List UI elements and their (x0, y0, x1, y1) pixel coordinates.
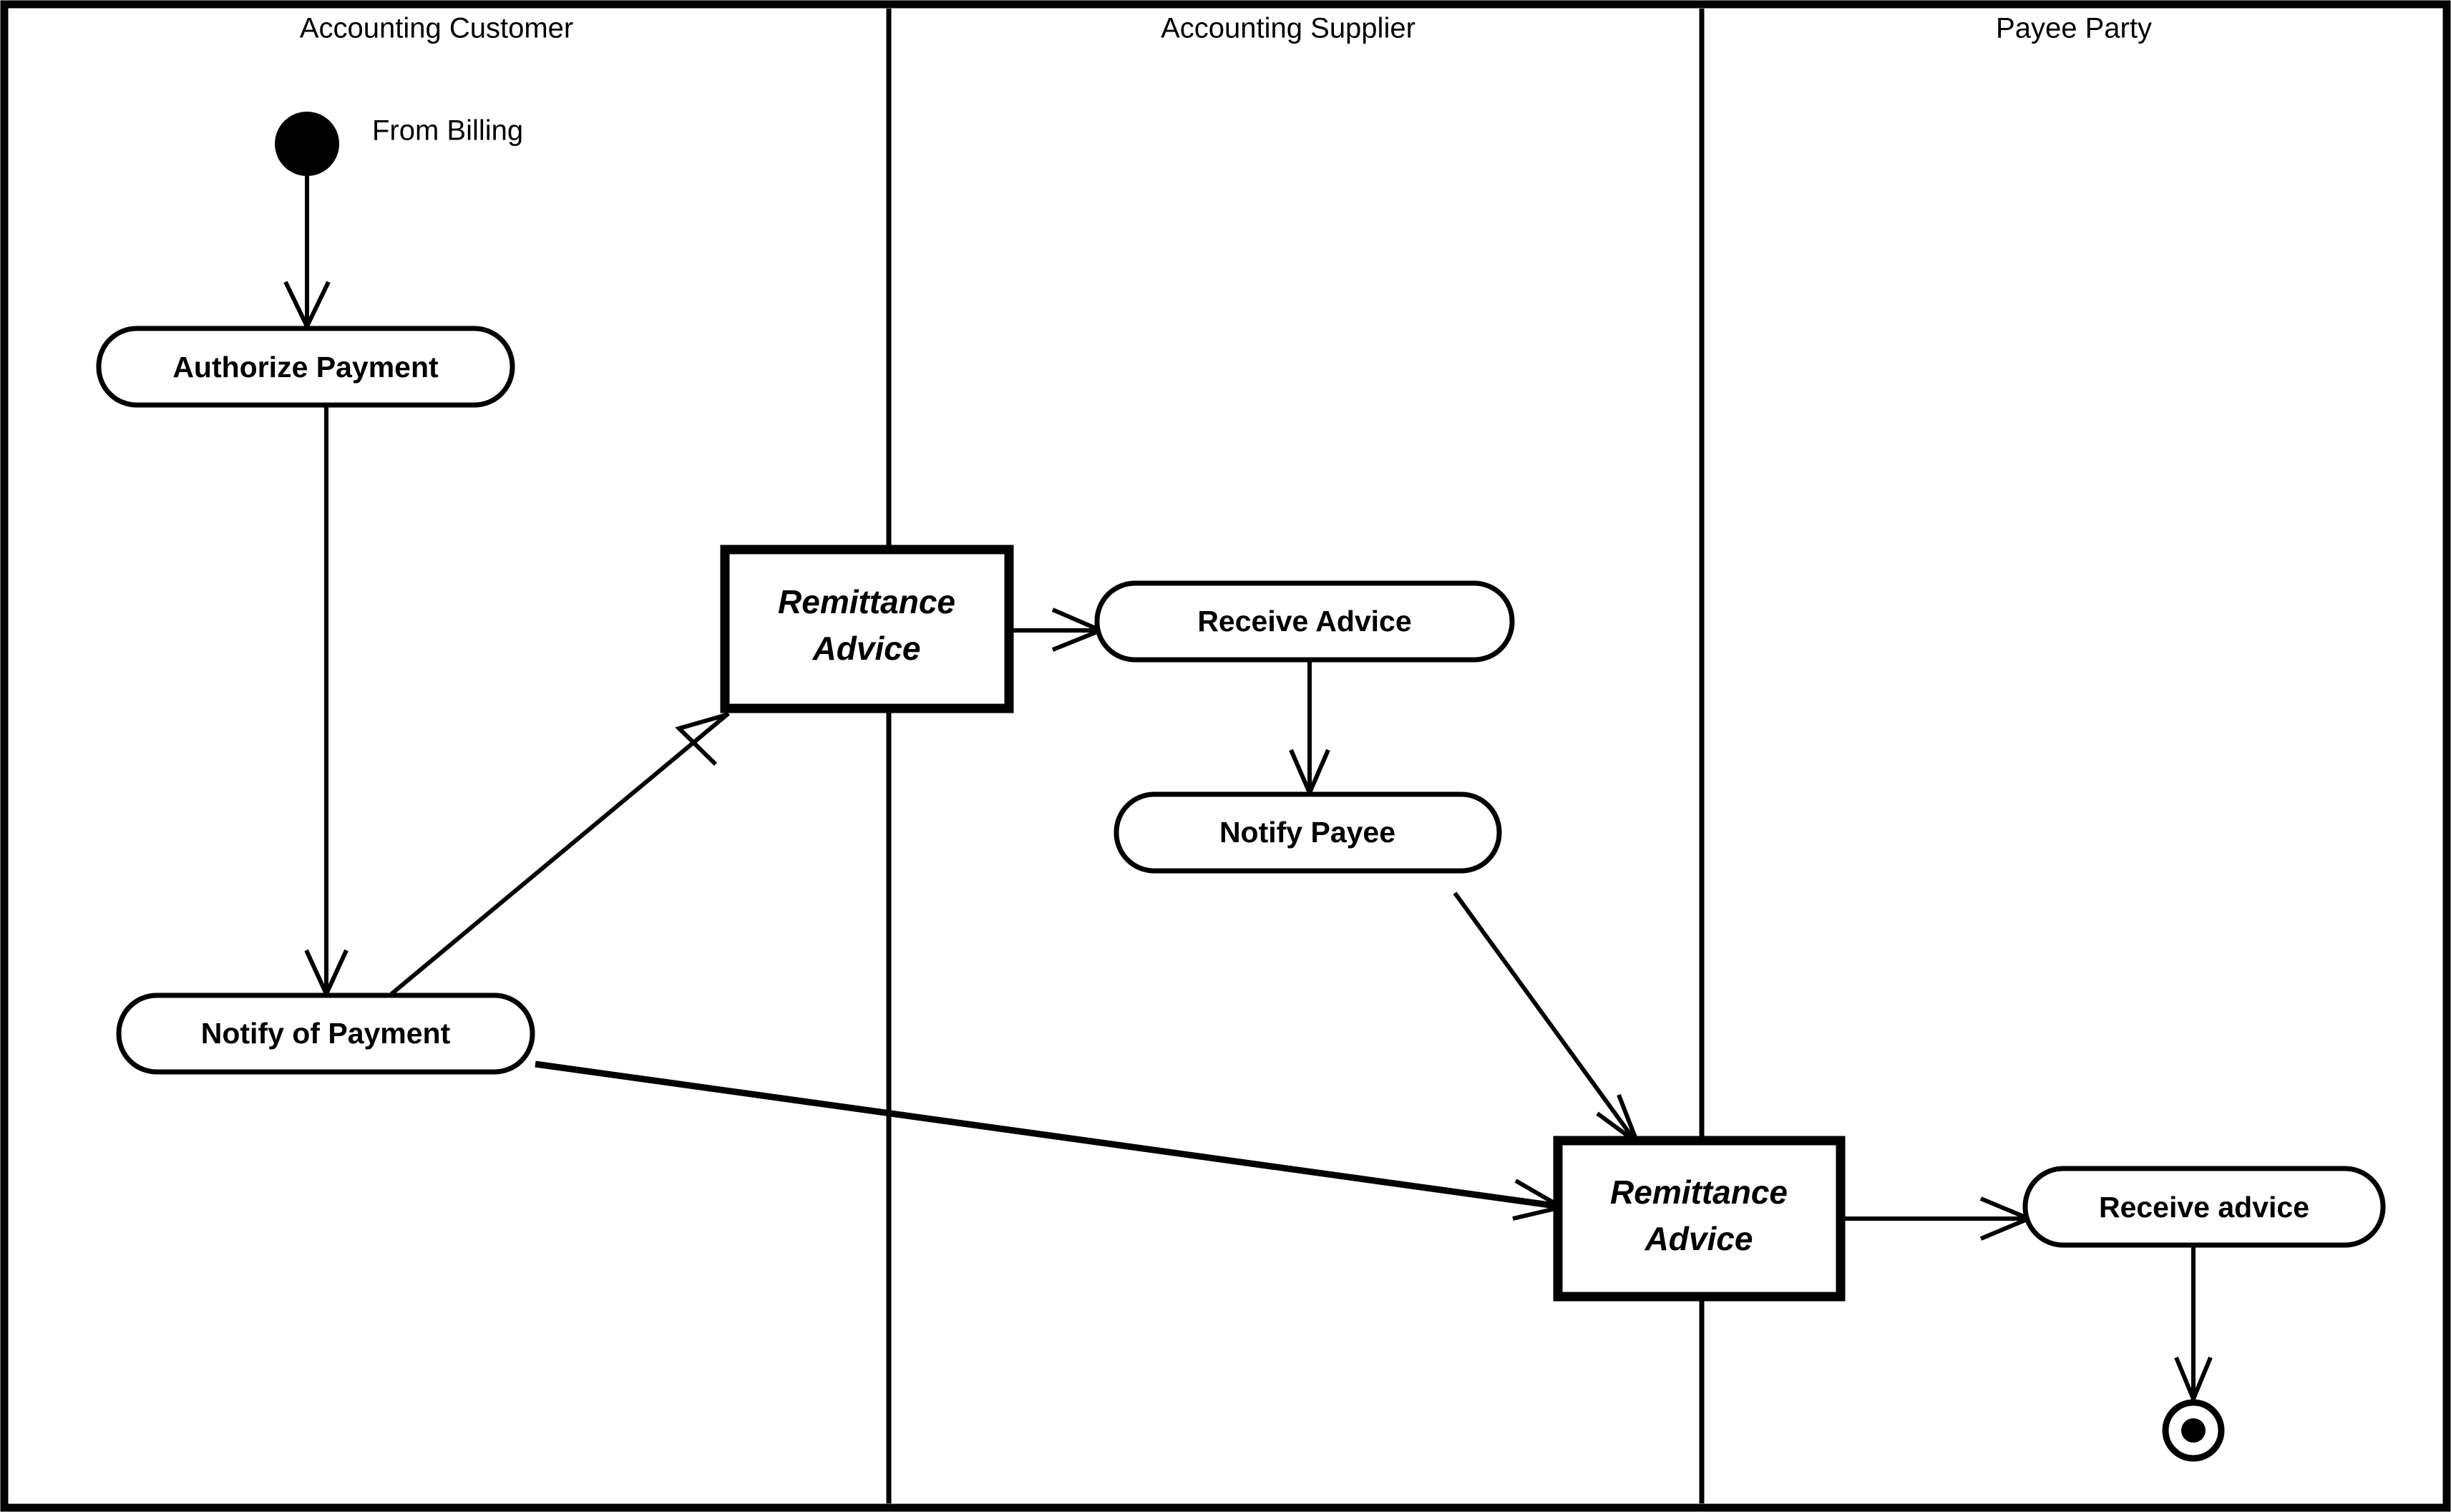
object-remittance-advice-2-line2: Advice (1644, 1220, 1753, 1257)
action-notify-payee-label: Notify Payee (1219, 816, 1395, 849)
object-remittance-advice-2[interactable] (1553, 1136, 1846, 1302)
lane-title-accounting-supplier: Accounting Supplier (1161, 13, 1415, 44)
start-note-label: From Billing (372, 115, 523, 147)
object-remittance-advice-2-line1: Remittance (1610, 1174, 1788, 1211)
flow-notify-to-remittance1-line (390, 711, 730, 996)
flow-notify-payee-to-remittance2-line (1453, 892, 1638, 1143)
initial-node[interactable] (275, 112, 339, 176)
lane-title-accounting-customer: Accounting Customer (300, 13, 573, 44)
action-notify-of-payment-label: Notify of Payment (201, 1017, 451, 1050)
flow-notify-to-remittance1-arrowhead (675, 713, 727, 766)
final-node-dot (2181, 1418, 2206, 1443)
action-receive-advice-supplier-label: Receive Advice (1197, 605, 1411, 638)
action-authorize-payment-label: Authorize Payment (172, 351, 439, 384)
action-receive-advice-payee-label: Receive advice (2099, 1191, 2309, 1224)
action-receive-advice-supplier[interactable] (1094, 580, 1515, 663)
flow-notify-payment-to-remittance2-line (535, 1060, 1561, 1210)
action-notify-of-payment[interactable] (116, 992, 535, 1075)
object-remittance-advice-1[interactable] (720, 545, 1014, 713)
object-remittance-advice-1-line1: Remittance (778, 583, 955, 620)
action-notify-payee[interactable] (1114, 791, 1502, 874)
lane-title-payee-party: Payee Party (1996, 13, 2152, 44)
action-receive-advice-payee[interactable] (2022, 1166, 2386, 1248)
action-authorize-payment[interactable] (96, 326, 515, 408)
object-remittance-advice-1-line2: Advice (812, 630, 921, 667)
flow-receive-payee-to-final-arrowhead (2174, 1356, 2213, 1405)
